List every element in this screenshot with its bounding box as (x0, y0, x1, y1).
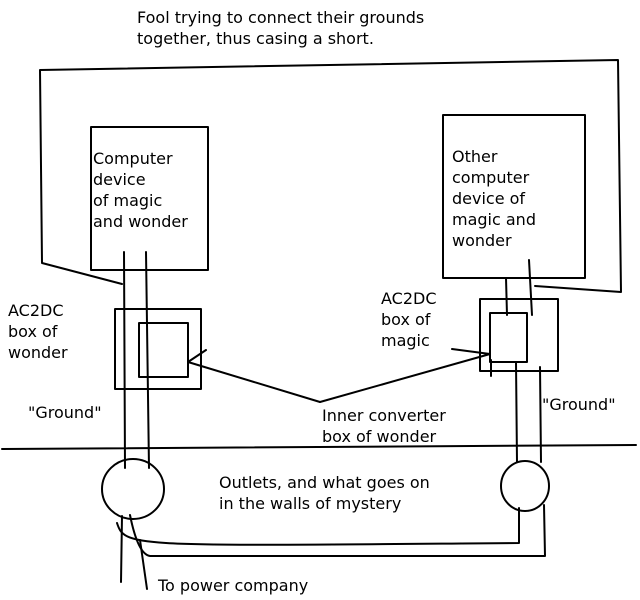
power-company-label: To power company (158, 576, 309, 595)
left-device-label: Computer device of magic and wonder (93, 148, 188, 232)
left-ac2dc-box (114, 308, 202, 390)
inner-converter-line-2: box of wonder (322, 427, 437, 446)
caption-line-1: Fool trying to connect their grounds (137, 8, 425, 27)
caption-line-2: together, thus casing a short. (137, 29, 374, 48)
left-outlet (101, 458, 165, 520)
right-device-line-1: Other (452, 147, 498, 166)
left-ac2dc-line-2: box of (8, 322, 58, 341)
inner-converter-line-1: Inner converter (322, 406, 446, 425)
right-cord-5 (539, 366, 542, 463)
inner-converter-label: Inner converter box of wonder (322, 405, 446, 447)
right-device-line-4: magic and (452, 210, 536, 229)
right-device-line-5: wonder (452, 231, 512, 250)
left-device-line-3: of magic (93, 191, 163, 210)
right-device-line-2: computer (452, 168, 530, 187)
wall-wire-1 (120, 515, 123, 583)
left-device-line-4: and wonder (93, 212, 188, 231)
left-ac2dc-line-1: AC2DC (8, 301, 64, 320)
outlets-line-2: in the walls of mystery (219, 494, 402, 513)
right-outlet (500, 460, 550, 512)
right-ac2dc-line-3: magic (381, 331, 430, 350)
left-computer-box (90, 126, 209, 271)
right-inner-converter (489, 312, 528, 363)
wall-wire-2 (116, 507, 520, 546)
pointer-right-inner (319, 348, 491, 403)
ground-loop-wire (39, 59, 622, 293)
left-cord-2 (145, 251, 150, 469)
pointer-left-inner (187, 349, 321, 403)
right-ac2dc-line-2: box of (381, 310, 431, 329)
right-ac2dc-line-1: AC2DC (381, 289, 437, 308)
left-ac2dc-label: AC2DC box of wonder (8, 300, 68, 363)
right-cord-1 (505, 277, 508, 316)
caption: Fool trying to connect their grounds tog… (137, 7, 424, 49)
power-wire (139, 539, 148, 590)
right-ac2dc-label: AC2DC box of magic (381, 288, 437, 351)
right-cord-4 (515, 361, 518, 463)
left-inner-converter (138, 322, 189, 378)
left-cord-1 (123, 251, 126, 469)
right-device-label: Other computer device of magic and wonde… (452, 146, 536, 251)
outlets-line-1: Outlets, and what goes on (219, 473, 430, 492)
wall-line (1, 444, 637, 450)
left-ac2dc-line-3: wonder (8, 343, 68, 362)
right-computer-box (442, 114, 586, 279)
left-device-line-1: Computer (93, 149, 173, 168)
outlets-label: Outlets, and what goes on in the walls o… (219, 472, 430, 514)
right-ac2dc-box (479, 298, 559, 372)
right-cord-2 (528, 259, 533, 316)
left-ground-label: "Ground" (28, 403, 102, 422)
right-ground-label: "Ground" (542, 395, 616, 414)
left-device-line-2: device (93, 170, 146, 189)
right-device-line-3: device of (452, 189, 526, 208)
